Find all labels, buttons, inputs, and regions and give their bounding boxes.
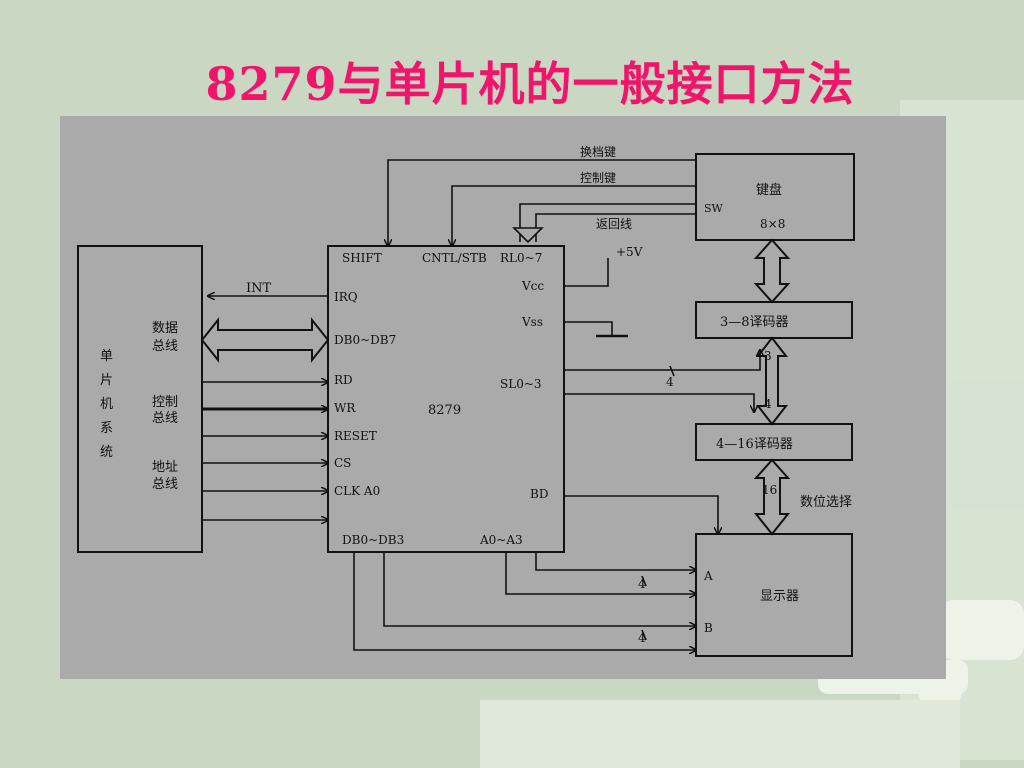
pin-rl: RL0~7 (500, 251, 542, 265)
kbd-decoder-arrow (753, 238, 791, 304)
display-port-b: B (704, 621, 713, 635)
scan-mid-arrow (755, 336, 789, 426)
digit-select-label: 数位选择 (800, 495, 852, 510)
chip-8279-box (327, 245, 565, 553)
pin-shift: SHIFT (342, 251, 382, 265)
decoder-3-8-box (695, 301, 853, 339)
pin-vss: Vss (521, 315, 543, 329)
pin-rd: RD (334, 373, 353, 387)
diagram-canvas: 单 片 机 系 统 数据 总线 控制 总线 地址 总线 INT IRQ DB0~… (77, 145, 855, 657)
scan3-count: 3 (764, 349, 772, 363)
keyboard-sw: SW (704, 202, 724, 215)
pin-bd: BD (530, 487, 548, 501)
decoder-4-16-box (695, 423, 853, 461)
keyboard-label: 键盘 (756, 182, 782, 198)
pin-clk-a0: CLK A0 (334, 484, 380, 498)
mcu-box (77, 245, 203, 553)
pin-irq: IRQ (334, 290, 358, 304)
pin-wr: WR (334, 401, 356, 415)
irq-label: INT (246, 281, 272, 296)
b-bus-count: 4 (638, 631, 646, 645)
display-port-a: A (703, 569, 713, 583)
display-label: 显示器 (760, 589, 799, 604)
pin-vcc: Vcc (521, 279, 544, 293)
mcu-label-4: 统 (100, 445, 113, 460)
return-signal-label: 返回线 (596, 217, 632, 231)
pin-sl: SL0~3 (500, 377, 542, 391)
pin-cs: CS (334, 456, 351, 470)
chip-name: 8279 (428, 403, 461, 418)
control-bus-label-2: 总线 (152, 411, 178, 426)
data-bus-label-2: 总线 (152, 339, 178, 354)
address-bus-label-1: 地址 (152, 460, 178, 475)
address-bus-label-2: 总线 (152, 477, 178, 492)
mcu-label-3: 系 (100, 421, 113, 436)
mcu-label-0: 单 (100, 349, 113, 364)
sl-bus-count: 4 (666, 375, 674, 389)
shift-signal-label: 换档键 (580, 145, 616, 159)
pin-a0-3: A0~A3 (479, 533, 523, 547)
vcc-label: +5V (616, 245, 643, 259)
decoder-top-label: 3—8译码器 (720, 315, 789, 330)
control-bus-label-1: 控制 (152, 395, 178, 410)
keyboard-size: 8×8 (760, 217, 785, 231)
pin-db: DB0~DB7 (334, 333, 396, 347)
mcu-label-1: 片 (100, 373, 113, 388)
mcu-label-2: 机 (100, 397, 113, 412)
decoder-display-arrow (753, 458, 791, 536)
scan4-count: 4 (764, 397, 772, 411)
keyboard-box (695, 153, 855, 241)
page-title: 8279与单片机的一般接口方法 (205, 57, 855, 111)
bits16-count: 16 (762, 483, 777, 497)
a-bus-count: 4 (638, 577, 646, 591)
decoder-bottom-label: 4—16译码器 (716, 437, 793, 452)
pin-cntl-stb: CNTL/STB (422, 251, 487, 265)
pin-reset: RESET (334, 429, 377, 443)
data-bus-arrow (200, 317, 330, 363)
control-signal-label: 控制键 (580, 171, 616, 185)
pin-db0-3: DB0~DB3 (342, 533, 404, 547)
interface-diagram: 单 片 机 系 统 数据 总线 控制 总线 地址 总线 INT IRQ DB0~… (60, 116, 946, 679)
data-bus-label-1: 数据 (152, 321, 178, 336)
